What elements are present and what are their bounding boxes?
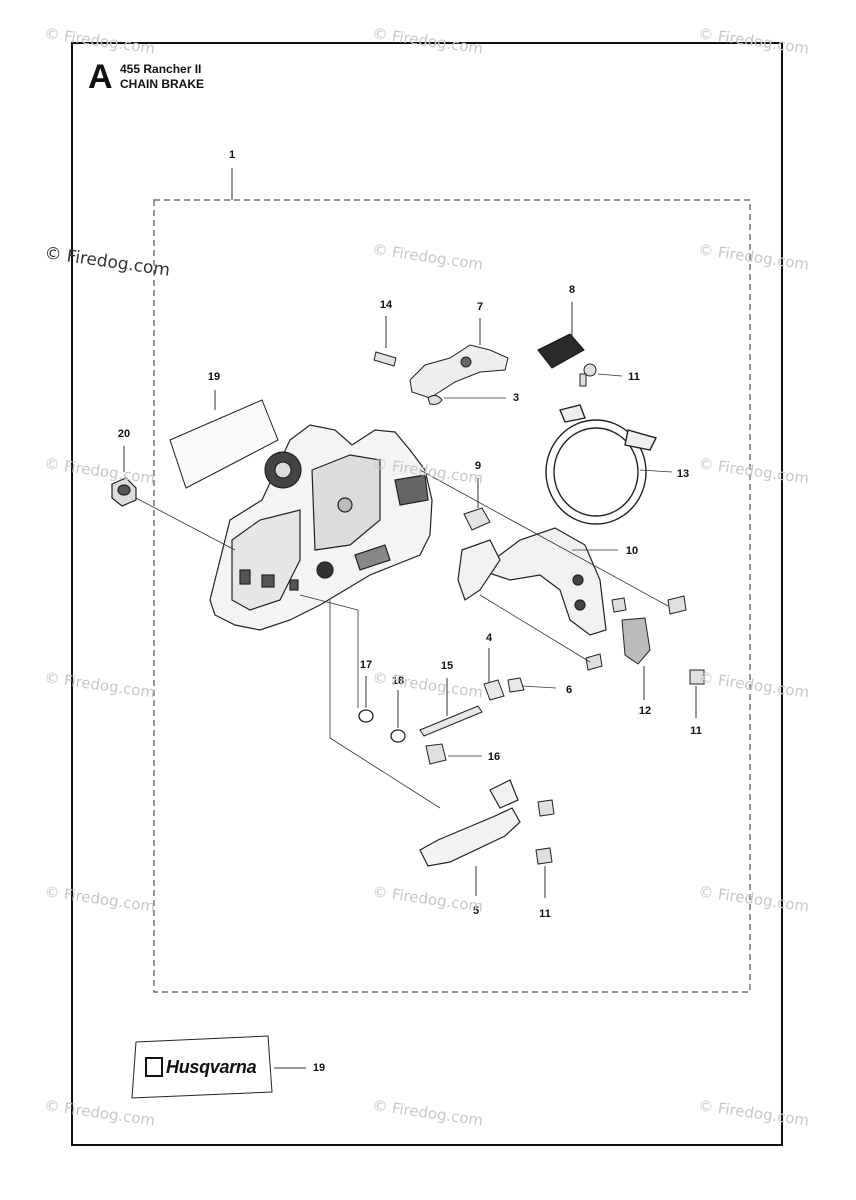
bottom-decal xyxy=(131,1035,273,1099)
axis-20 xyxy=(135,497,236,551)
diagram-title: CHAIN BRAKE xyxy=(120,77,204,91)
callout-16: 16 xyxy=(487,751,501,763)
callout-18: 18 xyxy=(391,675,405,687)
section-letter: A xyxy=(88,58,113,96)
leader-6 xyxy=(521,685,557,689)
callout-10: 10 xyxy=(625,545,639,557)
screw-part-16 xyxy=(425,743,447,765)
leader-13 xyxy=(639,469,673,473)
callout-15: 15 xyxy=(440,660,454,672)
callout-7: 7 xyxy=(476,301,484,313)
brake-guard xyxy=(457,527,607,636)
callout-12: 12 xyxy=(638,705,652,717)
callout-5: 5 xyxy=(472,905,480,917)
callout-8: 8 xyxy=(568,284,576,296)
axis-screw xyxy=(479,594,591,663)
leader-11a xyxy=(597,373,623,377)
callout-11: 11 xyxy=(690,725,702,737)
callout-6: 6 xyxy=(565,684,573,696)
callout-4: 4 xyxy=(485,632,493,644)
screw-part-11a xyxy=(579,363,597,387)
callout-1: 1 xyxy=(228,149,236,161)
axis-washers xyxy=(299,594,359,611)
axis-guard xyxy=(419,469,669,607)
bracket-part xyxy=(621,617,651,665)
bushing-part xyxy=(463,507,491,531)
callout-11: 11 xyxy=(628,371,640,383)
clip-part xyxy=(427,394,443,405)
callout-14: 14 xyxy=(379,299,393,311)
husqvarna-logo-mark xyxy=(145,1057,163,1077)
husqvarna-brand-text: Husqvarna xyxy=(166,1057,257,1077)
lever-part xyxy=(409,344,509,399)
screw-part-guard xyxy=(585,595,705,685)
callout-19: 19 xyxy=(207,371,221,383)
callout-19: 19 xyxy=(312,1062,326,1074)
callout-3: 3 xyxy=(512,392,520,404)
screw-part-handle xyxy=(535,799,555,865)
nut-part xyxy=(111,477,137,507)
pin-part xyxy=(373,351,397,367)
brake-housing xyxy=(209,424,433,631)
callout-13: 13 xyxy=(676,468,690,480)
callout-17: 17 xyxy=(359,659,373,671)
axis-handle xyxy=(329,737,441,809)
brake-band xyxy=(545,404,658,525)
assembly-boundary xyxy=(153,199,751,993)
spring-part xyxy=(537,333,585,369)
hand-guard-handle xyxy=(419,779,521,867)
callout-9: 9 xyxy=(474,460,482,472)
callout-11: 11 xyxy=(539,908,551,920)
model-name: 455 Rancher II xyxy=(120,62,202,76)
slider-part xyxy=(419,677,525,737)
page-border xyxy=(71,42,783,1146)
decal-sticker xyxy=(169,399,279,489)
washer-parts xyxy=(358,709,406,743)
callout-20: 20 xyxy=(117,428,131,440)
